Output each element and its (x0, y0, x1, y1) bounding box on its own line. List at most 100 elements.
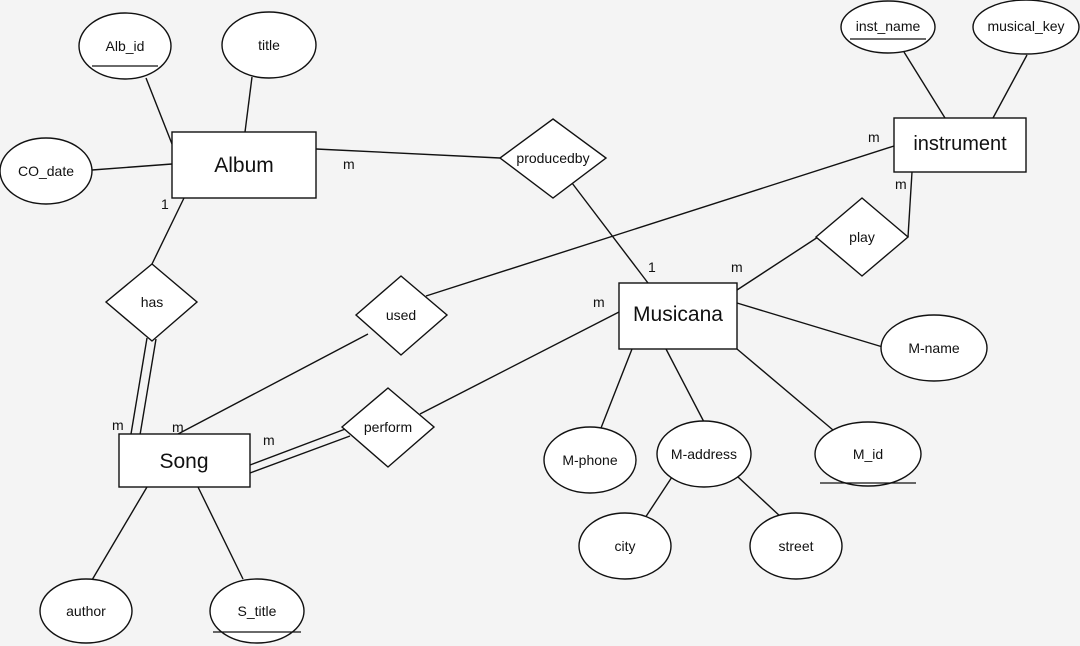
entity-album-label: Album (214, 154, 274, 177)
attribute-m-address-label: M-address (671, 446, 737, 462)
line-maddress-city (644, 476, 673, 519)
entity-instrument[interactable]: instrument (893, 117, 1027, 173)
relationship-perform[interactable]: perform (340, 387, 436, 468)
line-musicana-mphone (600, 348, 633, 429)
line-album-title (244, 76, 253, 133)
relationship-used[interactable]: used (354, 275, 449, 356)
line-instrument-play (907, 171, 913, 238)
entity-song-box (118, 433, 251, 488)
line-has-song-2 (139, 338, 157, 436)
entity-musicana-label: Musicana (633, 303, 723, 326)
attribute-m-id-ellipse (814, 421, 922, 487)
entity-musicana[interactable]: Musicana (618, 282, 738, 350)
line-song-stitle (197, 486, 244, 580)
relationship-has-label: has (141, 294, 164, 310)
cardinality-instrument-used: m (868, 129, 880, 145)
relationship-play-label: play (849, 229, 875, 245)
line-song-perform-1 (249, 427, 349, 466)
attribute-m-id-label: M_id (853, 446, 883, 462)
relationship-used-diamond (354, 275, 449, 356)
line-musicana-mname (736, 302, 887, 349)
cardinality-musicana-perform: m (593, 294, 605, 310)
attribute-musical-key-label: musical_key (987, 18, 1064, 34)
connector-lines (91, 51, 1028, 581)
relationship-play[interactable]: play (814, 197, 910, 277)
attribute-title-ellipse (221, 11, 317, 79)
cardinality-instrument-play: m (895, 176, 907, 192)
cardinality-song-perform: m (263, 432, 275, 448)
cardinality-labels: m 1 1 m m m m m m m (112, 129, 907, 448)
attribute-title[interactable]: title (221, 11, 317, 79)
attribute-co-date[interactable]: CO_date (0, 137, 93, 205)
line-instrument-instname (903, 51, 946, 119)
attribute-author[interactable]: author (39, 578, 133, 644)
attribute-title-label: title (258, 37, 280, 53)
entity-musicana-box (618, 282, 738, 350)
attribute-s-title-label: S_title (238, 603, 277, 619)
relationship-has-diamond (104, 263, 199, 342)
attribute-alb-id[interactable]: Alb_id (78, 12, 172, 80)
attribute-city-label: city (615, 538, 636, 554)
entity-song[interactable]: Song (118, 433, 251, 488)
attribute-city-ellipse (578, 512, 672, 580)
attribute-m-id[interactable]: M_id (814, 421, 922, 487)
attribute-m-phone-label: M-phone (562, 452, 617, 468)
attribute-s-title[interactable]: S_title (209, 578, 305, 644)
line-album-producedby (315, 148, 501, 159)
attribute-author-ellipse (39, 578, 133, 644)
line-album-albid (145, 77, 173, 145)
relationship-used-label: used (386, 307, 416, 323)
relationship-has[interactable]: has (104, 263, 199, 342)
attribute-inst-name-ellipse (840, 0, 936, 54)
attribute-co-date-label: CO_date (18, 163, 74, 179)
attribute-inst-name[interactable]: inst_name (840, 0, 936, 54)
entity-song-label: Song (159, 450, 208, 473)
attribute-m-phone-ellipse (543, 426, 637, 494)
attribute-alb-id-ellipse (78, 12, 172, 80)
relationship-play-diamond (814, 197, 910, 277)
line-perform-musicana (419, 311, 620, 415)
line-play-musicana (736, 236, 819, 291)
attribute-co-date-ellipse (0, 137, 93, 205)
entity-album-box (171, 131, 317, 199)
line-used-song (177, 333, 369, 435)
attribute-author-label: author (66, 603, 106, 619)
attribute-m-name-ellipse (880, 314, 988, 382)
attribute-alb-id-label: Alb_id (106, 38, 145, 54)
entity-instrument-label: instrument (913, 133, 1007, 155)
relationship-producedby-label: producedby (516, 150, 589, 166)
attribute-city[interactable]: city (578, 512, 672, 580)
cardinality-album-producedby: m (343, 156, 355, 172)
line-producedby-musicana (571, 182, 649, 284)
entity-instrument-box (893, 117, 1027, 173)
line-song-author (91, 486, 148, 581)
attribute-inst-name-label: inst_name (856, 18, 921, 34)
attribute-m-phone[interactable]: M-phone (543, 426, 637, 494)
line-instrument-used (425, 145, 895, 297)
attribute-musical-key[interactable]: musical_key (972, 0, 1080, 55)
entity-album[interactable]: Album (171, 131, 317, 199)
relationship-producedby-diamond (498, 118, 608, 199)
cardinality-song-has: m (112, 417, 124, 433)
attribute-street-label: street (778, 538, 813, 554)
relationship-producedby[interactable]: producedby (498, 118, 608, 199)
cardinality-album-has: 1 (161, 196, 169, 212)
attribute-m-name-label: M-name (908, 340, 960, 356)
attribute-street[interactable]: street (749, 512, 843, 580)
line-instrument-musicalkey (992, 54, 1028, 119)
line-maddress-street (737, 476, 783, 519)
attribute-musical-key-ellipse (972, 0, 1080, 55)
line-musicana-maddress (665, 348, 705, 423)
line-musicana-mid (736, 348, 834, 431)
line-has-song-1 (130, 337, 148, 435)
cardinality-song-used: m (172, 419, 184, 435)
line-song-perform-2 (249, 435, 351, 474)
attribute-m-name[interactable]: M-name (880, 314, 988, 382)
attribute-m-address[interactable]: M-address (656, 420, 752, 488)
relationship-perform-diamond (340, 387, 436, 468)
cardinality-producedby-musicana: 1 (648, 259, 656, 275)
attribute-s-title-ellipse (209, 578, 305, 644)
cardinality-musicana-play: m (731, 259, 743, 275)
line-album-has (151, 197, 185, 265)
